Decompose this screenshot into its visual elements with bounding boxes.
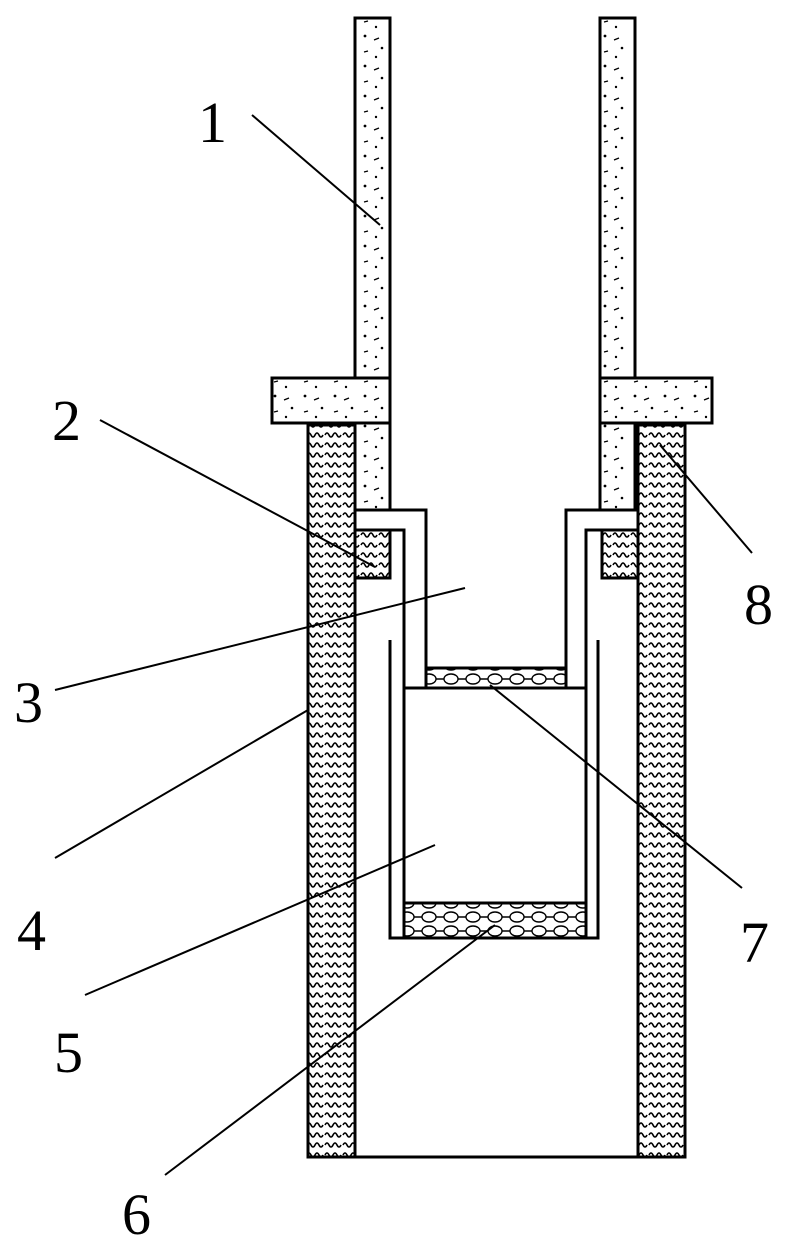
label-7: 7 [740,910,769,975]
upper-tube [270,16,714,512]
leader-5 [84,844,436,996]
leader-4 [54,709,309,859]
leader-8 [659,444,753,554]
outer-sleeve [306,423,687,1159]
label-1: 1 [198,90,227,155]
leader-1 [251,114,381,226]
label-6: 6 [122,1182,151,1247]
inner-ring [353,528,640,580]
leader-6 [164,924,496,1176]
label-4: 4 [17,898,46,963]
leader-3 [54,587,466,691]
label-5: 5 [54,1020,83,1085]
label-8: 8 [744,572,773,637]
upper-mesh [424,666,568,690]
label-3: 3 [14,670,43,735]
leader-2 [99,419,376,568]
stepped-channel [355,508,638,668]
label-2: 2 [52,388,81,453]
leader-7 [489,684,743,889]
lower-mesh [402,901,588,940]
